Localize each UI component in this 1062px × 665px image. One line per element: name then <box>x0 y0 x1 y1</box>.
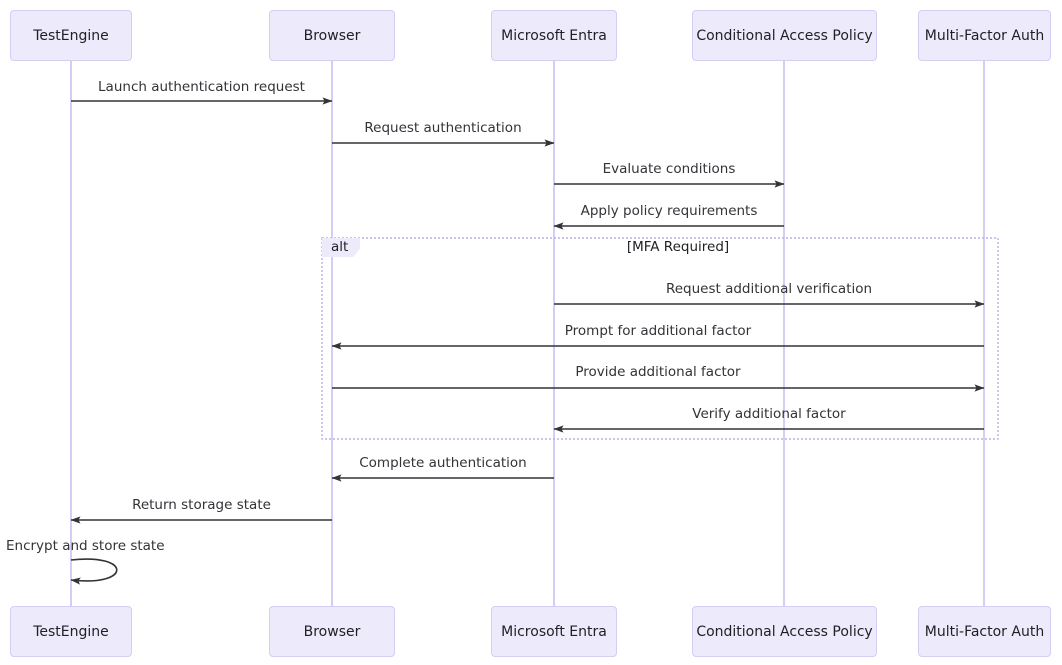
participant-label: Microsoft Entra <box>501 27 607 44</box>
participant-testengine-bottom[interactable]: TestEngine <box>10 606 132 657</box>
participant-label: Conditional Access Policy <box>696 27 873 44</box>
participant-label: Multi-Factor Auth <box>924 623 1045 640</box>
participant-label: Microsoft Entra <box>501 623 607 640</box>
message-label-m3: Evaluate conditions <box>602 161 736 177</box>
lifelines-group <box>70 61 985 606</box>
message-label-m9: Complete authentication <box>359 455 527 471</box>
alt-fragment-outline <box>321 237 999 440</box>
participant-mfa-bottom[interactable]: Multi-Factor Auth <box>918 606 1051 657</box>
participant-entra-top[interactable]: Microsoft Entra <box>491 10 617 61</box>
alt-fragment-tag: alt <box>322 238 360 257</box>
participant-label: Browser <box>303 623 361 640</box>
participant-testengine-top[interactable]: TestEngine <box>10 10 132 61</box>
message-label-m11: Encrypt and store state <box>6 538 165 554</box>
participant-label: TestEngine <box>33 623 109 640</box>
participant-browser-top[interactable]: Browser <box>269 10 395 61</box>
participant-label: Conditional Access Policy <box>696 623 873 640</box>
participant-entra-bottom[interactable]: Microsoft Entra <box>491 606 617 657</box>
message-label-m5: Request additional verification <box>665 281 873 297</box>
message-label-m10: Return storage state <box>132 497 271 513</box>
participant-mfa-top[interactable]: Multi-Factor Auth <box>918 10 1051 61</box>
participant-label: Multi-Factor Auth <box>924 27 1045 44</box>
participant-label: Browser <box>303 27 361 44</box>
message-label-m7: Provide additional factor <box>575 364 741 380</box>
alt-fragment-condition: [MFA Required] <box>626 239 730 255</box>
message-arrows-group <box>70 97 985 524</box>
participant-browser-bottom[interactable]: Browser <box>269 606 395 657</box>
participant-policy-bottom[interactable]: Conditional Access Policy <box>692 606 877 657</box>
message-label-m6: Prompt for additional factor <box>564 323 752 339</box>
alt-fragment-frame <box>321 237 999 440</box>
self-message-arrow-m11 <box>70 558 118 585</box>
participant-label: TestEngine <box>33 27 109 44</box>
self-message-loop <box>70 558 118 585</box>
message-label-m2: Request authentication <box>364 120 522 136</box>
participant-policy-top[interactable]: Conditional Access Policy <box>692 10 877 61</box>
message-label-m4: Apply policy requirements <box>580 203 758 219</box>
message-label-m8: Verify additional factor <box>692 406 846 422</box>
message-label-m1: Launch authentication request <box>98 79 305 95</box>
